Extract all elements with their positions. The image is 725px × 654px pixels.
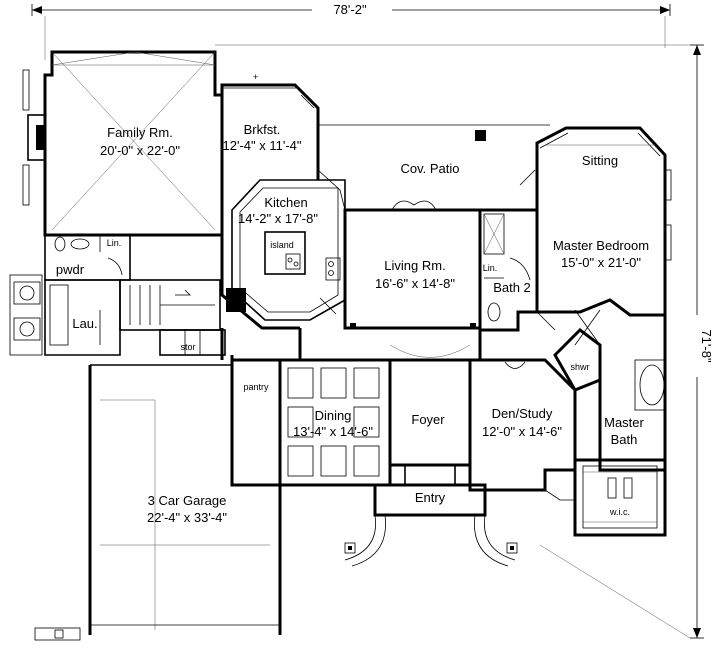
foyer-name: Foyer [411,412,445,427]
master-bedroom-size: 15'-0" x 21'-0" [561,255,641,270]
bath-2-name: Bath 2 [493,280,531,295]
garage-size: 22'-4" x 33'-4" [147,510,227,525]
storage [159,329,226,356]
svg-text:+: + [253,72,258,82]
den-study [468,358,577,492]
island-label: island [270,240,294,250]
depth-dimension: 71'-8" [699,329,714,363]
depth-dimension-line [215,44,704,639]
exterior-walls [220,311,575,501]
entry-name: Entry [415,490,446,505]
garage-name: 3 Car Garage [148,493,227,508]
kitchen [220,179,346,330]
foyer [389,344,472,467]
garage [34,355,282,641]
linen-2-label: Lin. [483,263,498,273]
staircase [119,279,221,331]
den-size: 12'-0" x 14'-6" [482,424,562,439]
den-name: Den/Study [492,406,553,421]
pantry [230,358,282,487]
living-room-size: 16'-6" x 14'-8" [375,276,455,291]
master-bath-name-1: Master [604,415,644,430]
living-room-name: Living Rm. [384,258,445,273]
breakfast-name: Brkfst. [244,122,281,137]
shower-label: shwr [570,362,589,372]
patio-name: Cov. Patio [400,161,459,176]
dining-name: Dining [315,408,352,423]
walk-in-closet [573,458,667,537]
powder-name: pwdr [56,262,85,277]
entry [344,465,518,567]
breakfast-size: 12'-4" x 11'-4" [223,138,302,153]
pantry-label: pantry [243,382,269,392]
kitchen-island [264,231,306,275]
master-bedroom-name: Master Bedroom [553,238,649,253]
storage-label: stor [180,342,195,352]
laundry-room [9,274,121,356]
dining-size: 13'-4" x 14'-6" [293,424,373,439]
kitchen-size: 14'-2" x 17'-8" [238,211,318,226]
kitchen-name: Kitchen [264,195,307,210]
master-bath-name-2: Bath [611,432,638,447]
width-dimension: 78'-2" [333,2,367,17]
family-room-name: Family Rm. [107,125,173,140]
breakfast-area: + [220,72,320,180]
sitting-name: Sitting [582,153,618,168]
dining-room [278,358,392,487]
wic-label: w.i.c. [609,507,630,517]
linen-1-label: Lin. [107,238,122,248]
laundry-name: Lau. [72,316,97,331]
family-room-size: 20'-0" x 22'-0" [100,143,180,158]
covered-patio [317,124,550,211]
